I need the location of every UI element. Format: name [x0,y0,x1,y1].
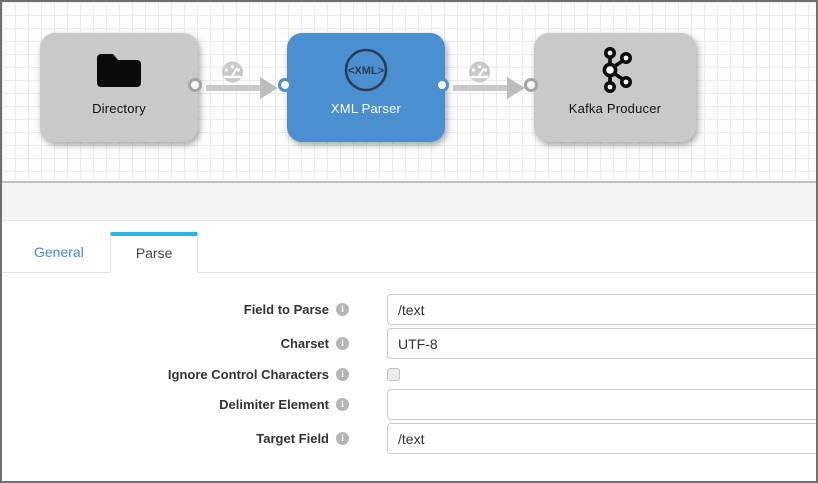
output-port-xml-parser[interactable] [435,78,449,92]
tab-general[interactable]: General [34,244,84,260]
folder-icon [94,47,144,93]
form-row-target-field: Target Field i [2,423,816,454]
link-arrowhead [507,77,525,99]
field-to-parse-label: Field to Parse [243,302,329,317]
field-to-parse-input[interactable] [387,294,816,325]
stage-label: XML Parser [330,101,402,116]
info-icon[interactable]: i [336,398,349,411]
info-icon[interactable]: i [336,432,349,445]
target-field-input[interactable] [387,423,816,454]
config-tabbar: General Parse [2,232,816,273]
tab-parse[interactable]: Parse [109,232,199,273]
form-row-field-to-parse: Field to Parse i [2,294,816,325]
stage-node-xml-parser[interactable]: <XML> XML Parser [287,33,445,142]
info-icon[interactable]: i [336,303,349,316]
delimiter-element-input[interactable] [387,389,816,420]
svg-text:<XML>: <XML> [348,65,384,77]
target-field-label: Target Field [256,431,329,446]
metrics-gauge-icon[interactable] [220,61,245,88]
metrics-gauge-icon[interactable] [467,61,492,88]
pipeline-canvas[interactable]: Directory <XML> XML Parser [2,2,816,181]
form-row-ignore-control-characters: Ignore Control Characters i [2,362,816,386]
output-port-directory[interactable] [188,78,202,92]
xml-icon: <XML> [343,47,389,93]
charset-label: Charset [280,336,329,351]
link-line[interactable] [206,85,262,91]
stage-node-directory[interactable]: Directory [40,33,198,142]
ignore-control-characters-label: Ignore Control Characters [167,366,329,382]
input-port-kafka-producer[interactable] [524,78,538,92]
stage-node-kafka-producer[interactable]: Kafka Producer [534,33,696,142]
info-icon[interactable]: i [336,367,349,381]
ignore-control-characters-checkbox[interactable] [387,367,400,381]
delimiter-element-label: Delimiter Element [219,397,329,412]
kafka-icon [596,47,634,93]
info-icon[interactable]: i [336,337,349,350]
form-row-delimiter-element: Delimiter Element i [2,389,816,420]
link-line[interactable] [453,85,509,91]
parse-config-form: Field to Parse i Charset i Ignore Contro… [2,273,816,454]
input-port-xml-parser[interactable] [278,78,292,92]
charset-input[interactable] [387,328,816,359]
link-arrowhead [260,77,278,99]
stage-label: Directory [92,101,146,116]
form-row-charset: Charset i [2,328,816,359]
config-panel-header [2,181,816,221]
stage-label: Kafka Producer [568,101,662,116]
